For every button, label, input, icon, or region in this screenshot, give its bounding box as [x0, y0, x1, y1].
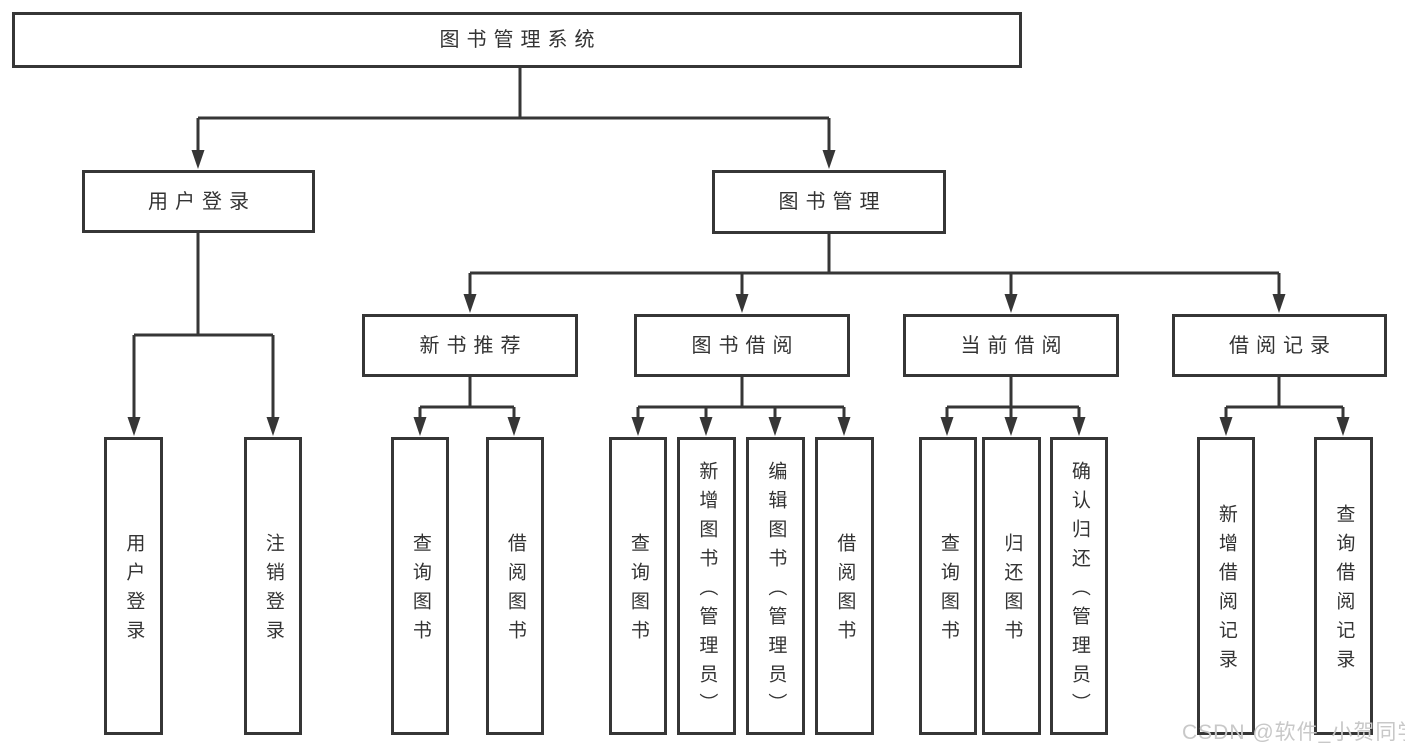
leaf-borrow-query-book-label: 查询图书	[627, 533, 649, 649]
node-root-label: 图书管理系统	[439, 29, 602, 51]
leaf-return-book: 归还图书	[982, 437, 1041, 735]
leaf-recommend-borrow-book-label: 借阅图书	[504, 533, 526, 649]
leaf-current-query-book-label: 查询图书	[937, 533, 959, 649]
leaf-add-borrow-record-label: 新增借阅记录	[1215, 504, 1237, 678]
node-book-management-label: 图书管理	[778, 191, 887, 213]
node-user-login-label: 用户登录	[148, 190, 256, 213]
node-book-management: 图书管理	[712, 170, 946, 234]
node-user-login: 用户登录	[82, 170, 315, 233]
leaf-confirm-return-admin: 确认归还（管理员）	[1050, 437, 1108, 735]
leaf-edit-book-admin-label: 编辑图书（管理员）	[765, 460, 787, 722]
leaf-user-login-label: 用户登录	[123, 533, 145, 649]
node-book-borrow: 图书借阅	[634, 314, 850, 377]
leaf-confirm-return-admin-label: 确认归还（管理员）	[1068, 460, 1090, 722]
node-root: 图书管理系统	[12, 12, 1022, 68]
leaf-user-login: 用户登录	[104, 437, 163, 735]
leaf-return-book-label: 归还图书	[1001, 533, 1023, 649]
leaf-add-book-admin: 新增图书（管理员）	[677, 437, 736, 735]
leaf-query-borrow-record-label: 查询借阅记录	[1333, 504, 1355, 678]
csdn-watermark: CSDN @软件_小贺同学	[1182, 721, 1405, 744]
node-new-book-recommend: 新书推荐	[362, 314, 578, 377]
leaf-borrow-query-book: 查询图书	[609, 437, 667, 735]
node-current-borrow: 当前借阅	[903, 314, 1119, 377]
leaf-logout: 注销登录	[244, 437, 302, 735]
leaf-recommend-query-book: 查询图书	[391, 437, 449, 735]
leaf-logout-label: 注销登录	[262, 533, 284, 649]
leaf-recommend-query-book-label: 查询图书	[409, 533, 431, 649]
leaf-recommend-borrow-book: 借阅图书	[486, 437, 544, 735]
leaf-borrow-book-label: 借阅图书	[834, 533, 856, 649]
node-borrow-record: 借阅记录	[1172, 314, 1387, 377]
leaf-edit-book-admin: 编辑图书（管理员）	[746, 437, 805, 735]
leaf-query-borrow-record: 查询借阅记录	[1314, 437, 1373, 735]
node-book-borrow-label: 图书借阅	[691, 334, 800, 357]
node-current-borrow-label: 当前借阅	[960, 334, 1069, 357]
leaf-current-query-book: 查询图书	[919, 437, 977, 735]
node-new-book-recommend-label: 新书推荐	[419, 334, 528, 357]
node-borrow-record-label: 借阅记录	[1229, 334, 1337, 357]
leaf-borrow-book: 借阅图书	[815, 437, 874, 735]
leaf-add-book-admin-label: 新增图书（管理员）	[696, 460, 718, 722]
leaf-add-borrow-record: 新增借阅记录	[1197, 437, 1255, 735]
